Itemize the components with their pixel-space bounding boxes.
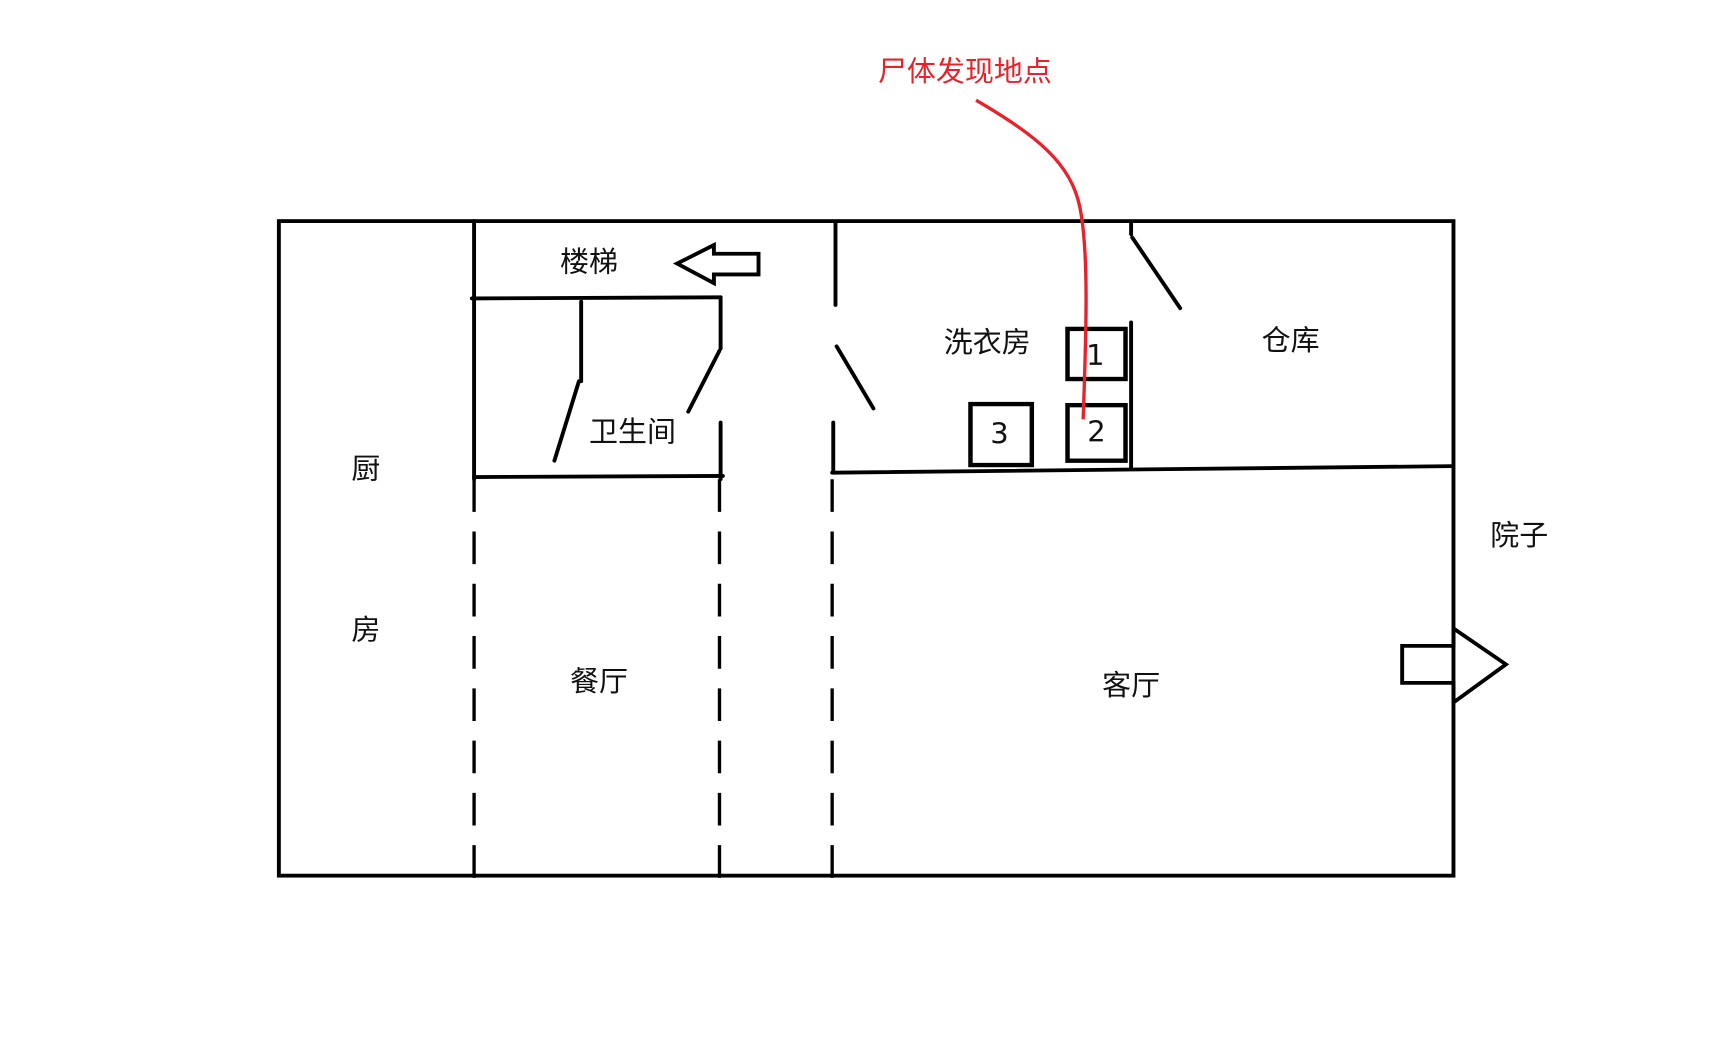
annotation-label: 尸体发现地点	[878, 54, 1052, 88]
marker-box-3	[968, 401, 1035, 468]
walls	[469, 219, 1455, 881]
room-kitchen-1: 厨	[351, 452, 380, 486]
marker-3: 3	[990, 417, 1008, 451]
room-stairs: 楼梯	[560, 245, 618, 279]
stairs-arrow-icon	[672, 241, 761, 287]
room-bathroom: 卫生间	[589, 415, 676, 449]
room-laundry: 洗衣房	[944, 325, 1031, 359]
room-dining: 餐厅	[570, 664, 628, 698]
room-kitchen-2: 房	[351, 613, 380, 647]
room-yard: 院子	[1490, 518, 1548, 552]
marker-1: 1	[1086, 338, 1104, 372]
exit-arrow-icon	[1400, 624, 1510, 707]
room-storage: 仓库	[1262, 323, 1320, 357]
marker-2: 2	[1087, 415, 1105, 449]
annotation-pointer	[975, 98, 1088, 420]
room-living: 客厅	[1102, 668, 1160, 702]
outer-wall	[276, 219, 1456, 878]
marker-box-2	[1065, 402, 1128, 463]
marker-box-1	[1065, 326, 1128, 382]
